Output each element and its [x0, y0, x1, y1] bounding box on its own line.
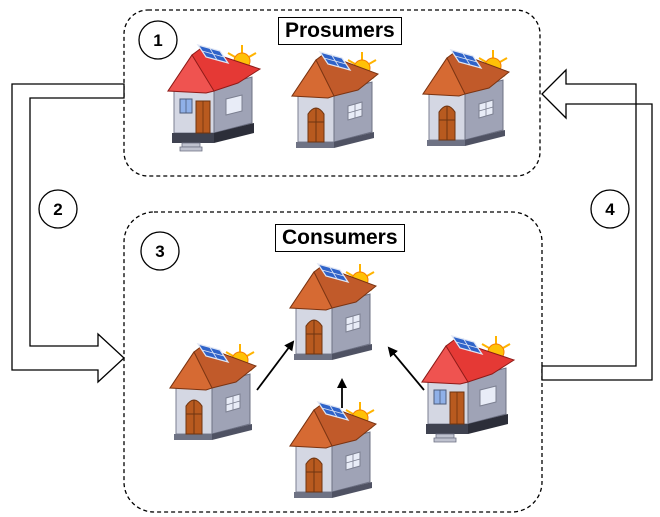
- consumers-group-box: [123, 211, 543, 513]
- step-4-label: 4: [605, 200, 615, 219]
- flow-arrow-to-consumers: [11, 83, 125, 384]
- step-3-marker: 3: [140, 231, 180, 271]
- step-4-marker: 4: [590, 189, 630, 229]
- step-1-label: 1: [153, 31, 162, 50]
- prosumers-title: Prosumers: [278, 17, 402, 45]
- prosumer-house-icon: [291, 51, 379, 149]
- share-arrow-right: [387, 346, 425, 391]
- prosumer-house-icon: [167, 44, 261, 152]
- step-2-label: 2: [53, 200, 62, 219]
- supplier-house-icon: [421, 335, 515, 443]
- consumer-house-icon: [289, 401, 377, 499]
- consumer-house-icon: [289, 263, 377, 361]
- consumer-house-icon: [169, 343, 257, 441]
- share-arrow-left: [256, 340, 295, 391]
- flow-arrow-to-prosumers: [541, 68, 653, 381]
- consumers-title: Consumers: [275, 224, 405, 252]
- step-2-marker: 2: [38, 189, 78, 229]
- step-3-label: 3: [155, 242, 164, 261]
- prosumer-house-icon: [422, 49, 510, 147]
- step-1-marker: 1: [138, 20, 178, 60]
